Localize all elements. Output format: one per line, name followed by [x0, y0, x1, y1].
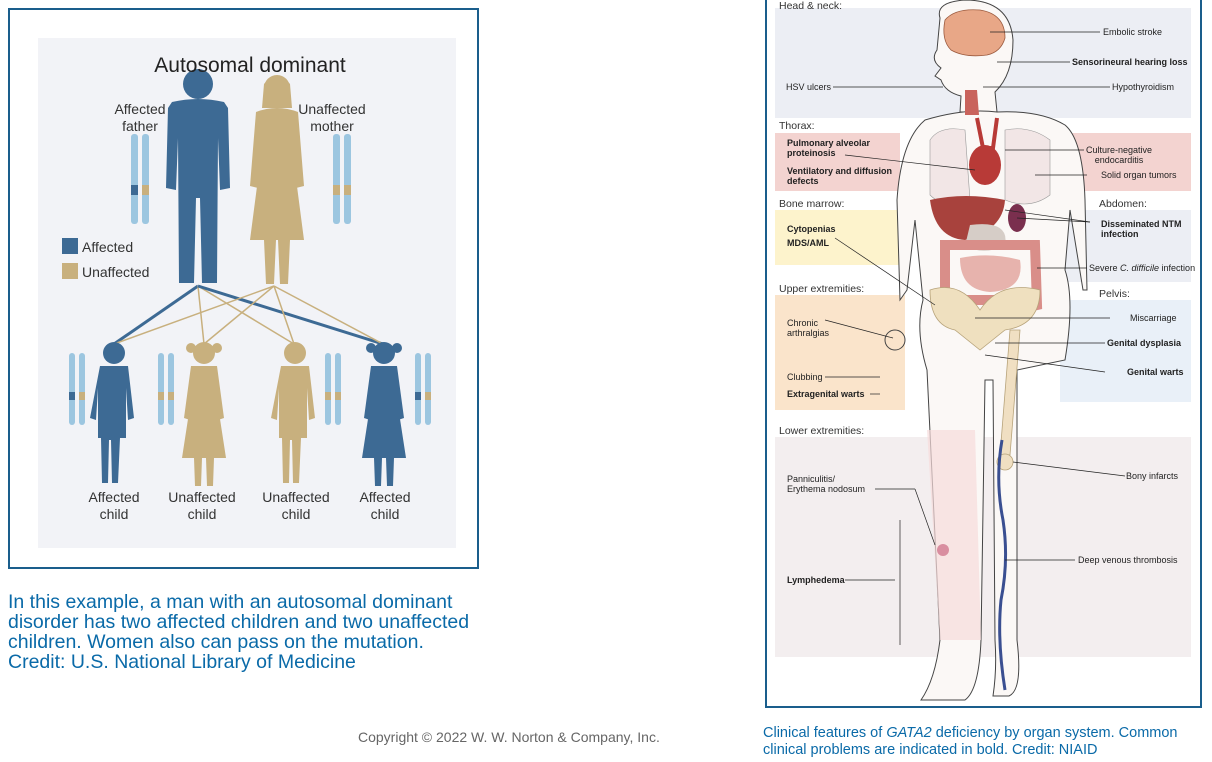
label-bony-infarcts: Bony infarcts: [1126, 471, 1178, 481]
left-figure-caption: In this example, a man with an autosomal…: [8, 592, 478, 672]
child1-figure: [90, 342, 134, 483]
label-cdiff-post: infection: [1159, 263, 1195, 273]
label-pap-line1: Pulmonary alveolar: [787, 138, 870, 148]
caption-gene: GATA2: [886, 725, 931, 741]
label-cdiff: Severe C. difficile infection: [1089, 263, 1195, 273]
legend-swatch-unaffected: [62, 263, 78, 279]
label-arthralgias-line2: arthralgias: [787, 328, 829, 338]
mother-chromosomes: [333, 134, 351, 224]
father-chromosomes: [131, 134, 149, 224]
child3-label-line2: child: [256, 506, 336, 523]
line-father-child3: [198, 286, 294, 344]
thyroid: [965, 90, 979, 115]
line-mother-child1: [114, 286, 274, 344]
skin-lesion: [937, 544, 949, 556]
mother-label-line1: Unaffected: [282, 101, 382, 118]
legend-swatch-affected: [62, 238, 78, 254]
child4-figure: [362, 342, 406, 486]
section-thorax: Thorax:: [779, 120, 815, 132]
label-cytopenias: Cytopenias: [787, 224, 836, 234]
legend-label-affected: Affected: [82, 239, 133, 256]
label-lymphedema: Lymphedema: [787, 575, 845, 585]
label-pap: Pulmonary alveolar proteinosis: [787, 138, 870, 158]
hand-joint: [885, 330, 905, 350]
mother-label: Unaffected mother: [282, 101, 382, 135]
section-upper-extremities: Upper extremities:: [779, 283, 864, 295]
label-endocarditis-line2: endocarditis: [1086, 155, 1152, 165]
lung-right: [1005, 129, 1050, 204]
label-hypothyroidism: Hypothyroidism: [1112, 82, 1174, 92]
copyright-notice: Copyright © 2022 W. W. Norton & Company,…: [358, 729, 660, 745]
child4-label-line2: child: [345, 506, 425, 523]
legend-label-unaffected: Unaffected: [82, 264, 149, 281]
father-label: Affected father: [100, 101, 180, 135]
label-ventilatory: Ventilatory and diffusion defects: [787, 166, 892, 186]
section-bone-marrow: Bone marrow:: [779, 198, 844, 210]
child2-label: Unaffected child: [162, 489, 242, 523]
child2-figure: [182, 342, 226, 486]
father-label-line1: Affected: [100, 101, 180, 118]
label-hearing-loss: Sensorineural hearing loss: [1072, 57, 1188, 67]
section-head-neck: Head & neck:: [779, 0, 842, 12]
label-solid-tumors: Solid organ tumors: [1101, 170, 1177, 180]
inheritance-diagram: [8, 8, 479, 569]
label-extragenital-warts: Extragenital warts: [787, 389, 865, 399]
child4-label-line1: Affected: [345, 489, 425, 506]
label-ventilatory-line2: defects: [787, 176, 892, 186]
child3-label: Unaffected child: [256, 489, 336, 523]
right-figure-caption: Clinical features of GATA2 deficiency by…: [763, 725, 1208, 759]
label-genital-dysplasia: Genital dysplasia: [1107, 338, 1181, 348]
inheritance-lines: [114, 286, 383, 344]
label-pap-line2: proteinosis: [787, 148, 870, 158]
brain: [944, 10, 1005, 56]
diagram-title: Autosomal dominant: [150, 57, 350, 74]
label-clubbing: Clubbing: [787, 372, 823, 382]
child2-label-line2: child: [162, 506, 242, 523]
lymphedema-leg: [927, 430, 981, 640]
child2-label-line1: Unaffected: [162, 489, 242, 506]
label-cdiff-pre: Severe: [1089, 263, 1120, 273]
mother-label-line2: mother: [282, 118, 382, 135]
label-miscarriage: Miscarriage: [1130, 313, 1177, 323]
father-label-line2: father: [100, 118, 180, 135]
section-lower-extremities: Lower extremities:: [779, 425, 864, 437]
label-dvt: Deep venous thrombosis: [1078, 555, 1178, 565]
label-ntm-line1: Disseminated NTM: [1101, 219, 1182, 229]
label-cdiff-italic: C. difficile: [1120, 263, 1159, 273]
label-panniculitis-line2: Erythema nodosum: [787, 484, 865, 494]
label-ntm: Disseminated NTM infection: [1101, 219, 1182, 239]
label-arthralgias-line1: Chronic: [787, 318, 829, 328]
label-endocarditis-line1: Culture-negative: [1086, 145, 1152, 155]
label-arthralgias: Chronic arthralgias: [787, 318, 829, 338]
body-anatomy-illustration: [765, 0, 1202, 708]
label-hsv-ulcers: HSV ulcers: [786, 82, 831, 92]
child3-figure: [271, 342, 315, 483]
section-pelvis: Pelvis:: [1099, 288, 1130, 300]
lung-left: [930, 129, 970, 204]
line-mother-child2: [204, 286, 274, 344]
line-father-child2: [198, 286, 204, 344]
label-endocarditis: Culture-negative endocarditis: [1086, 145, 1152, 165]
label-panniculitis-line1: Panniculitis/: [787, 474, 865, 484]
child3-label-line1: Unaffected: [256, 489, 336, 506]
section-abdomen: Abdomen:: [1099, 198, 1147, 210]
heart: [969, 145, 1001, 185]
label-mds-aml: MDS/AML: [787, 238, 829, 248]
label-ntm-line2: infection: [1101, 229, 1182, 239]
caption-pre: Clinical features of: [763, 725, 886, 741]
child1-label-line1: Affected: [74, 489, 154, 506]
label-genital-warts: Genital warts: [1127, 367, 1184, 377]
line-father-child1: [114, 286, 198, 344]
label-panniculitis: Panniculitis/ Erythema nodosum: [787, 474, 865, 494]
child1-label: Affected child: [74, 489, 154, 523]
label-embolic-stroke: Embolic stroke: [1103, 27, 1162, 37]
child4-label: Affected child: [345, 489, 425, 523]
label-ventilatory-line1: Ventilatory and diffusion: [787, 166, 892, 176]
child1-label-line2: child: [74, 506, 154, 523]
